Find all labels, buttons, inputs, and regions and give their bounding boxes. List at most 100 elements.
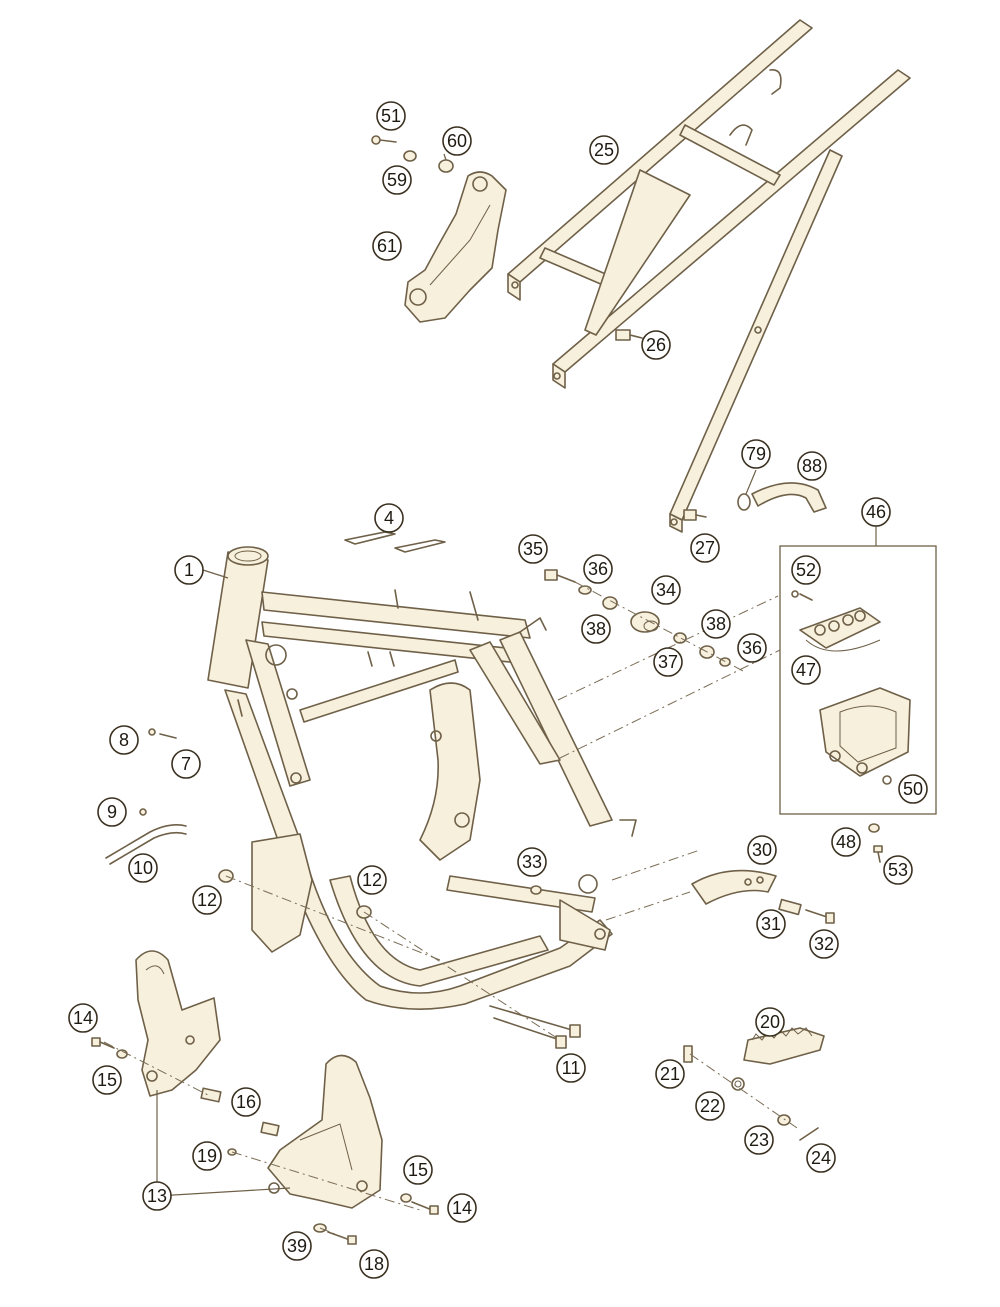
callout-23: 23 [744, 1125, 774, 1155]
svg-text:13: 13 [147, 1186, 167, 1206]
svg-text:31: 31 [761, 914, 781, 934]
callout-10: 10 [128, 853, 158, 883]
pin-21-part [683, 1045, 693, 1063]
frame-guard-13-right-part [267, 1054, 383, 1209]
svg-text:47: 47 [796, 660, 816, 680]
svg-text:37: 37 [658, 652, 678, 672]
bolts-11-part [489, 1005, 581, 1049]
airbox-group-46-part [779, 526, 937, 815]
callout-50: 50 [898, 774, 928, 804]
callout-12-left: 12 [192, 885, 222, 915]
callout-37: 37 [653, 647, 683, 677]
clamp-79-part [737, 493, 751, 511]
svg-text:34: 34 [656, 580, 676, 600]
screw-9-part [139, 808, 147, 816]
callout-14-left: 14 [68, 1003, 98, 1033]
callout-27: 27 [690, 533, 720, 563]
hose-10-part [105, 824, 187, 865]
svg-text:35: 35 [523, 539, 543, 559]
callout-31: 31 [756, 909, 786, 939]
svg-text:14: 14 [73, 1008, 93, 1028]
svg-text:4: 4 [384, 508, 394, 528]
svg-text:53: 53 [888, 860, 908, 880]
callout-35: 35 [518, 534, 548, 564]
svg-text:20: 20 [760, 1012, 780, 1032]
decals-4-part [344, 531, 446, 553]
screw-14-left-part [91, 1037, 115, 1049]
callout-21: 21 [655, 1059, 685, 1089]
callout-60: 60 [442, 126, 472, 156]
subframe-part [507, 19, 911, 533]
callout-15-left: 15 [92, 1065, 122, 1095]
svg-text:30: 30 [752, 840, 772, 860]
svg-text:38: 38 [706, 614, 726, 634]
callout-38-right: 38 [701, 609, 731, 639]
svg-text:24: 24 [811, 1148, 831, 1168]
svg-text:23: 23 [749, 1130, 769, 1150]
washer-36-upper-part [578, 585, 592, 595]
svg-text:12: 12 [362, 870, 382, 890]
bushing-34-part [630, 611, 660, 633]
svg-text:60: 60 [447, 131, 467, 151]
spacer-31-part [778, 898, 802, 916]
svg-text:27: 27 [695, 538, 715, 558]
svg-text:7: 7 [181, 754, 191, 774]
svg-text:21: 21 [660, 1064, 680, 1084]
svg-text:19: 19 [197, 1146, 217, 1166]
nut-33-part [530, 885, 542, 895]
spacer-16b-part [260, 1121, 280, 1137]
svg-text:8: 8 [119, 730, 129, 750]
svg-text:39: 39 [287, 1236, 307, 1256]
bolt-32-part [805, 909, 835, 924]
callout-61: 61 [372, 231, 402, 261]
callout-16: 16 [231, 1087, 261, 1117]
svg-text:26: 26 [646, 335, 666, 355]
spacer-16-part [200, 1087, 222, 1103]
callout-88: 88 [797, 451, 827, 481]
bolt-35-part [544, 569, 576, 583]
svg-text:51: 51 [381, 106, 401, 126]
washer-15-right-part [400, 1193, 412, 1203]
callout-36-upper: 36 [583, 554, 613, 584]
callout-53: 53 [883, 855, 913, 885]
svg-text:22: 22 [700, 1096, 720, 1116]
callout-47: 47 [791, 655, 821, 685]
svg-text:33: 33 [522, 852, 542, 872]
svg-text:10: 10 [133, 858, 153, 878]
svg-text:15: 15 [97, 1070, 117, 1090]
svg-text:46: 46 [866, 502, 886, 522]
screw-53-part [873, 845, 883, 863]
callout-11: 11 [556, 1053, 586, 1083]
callout-22: 22 [695, 1091, 725, 1121]
callout-33: 33 [517, 847, 547, 877]
screw-18-part [327, 1231, 357, 1245]
frame-guard-13-left-part [135, 950, 221, 1097]
svg-text:38: 38 [586, 619, 606, 639]
screw-8-part [148, 728, 156, 736]
callout-9: 9 [97, 797, 127, 827]
callout-30: 30 [747, 835, 777, 865]
callout-26: 26 [641, 330, 671, 360]
svg-text:1: 1 [184, 560, 194, 580]
screw-48-part [868, 823, 880, 833]
callout-46: 46 [861, 497, 891, 527]
callout-4: 4 [374, 503, 404, 533]
callout-8: 8 [109, 725, 139, 755]
svg-text:52: 52 [796, 560, 816, 580]
svg-text:79: 79 [746, 444, 766, 464]
nut-60-part [438, 159, 454, 173]
washer-59-part [403, 150, 417, 162]
screw-7-part [159, 733, 177, 739]
svg-text:36: 36 [588, 559, 608, 579]
callout-25: 25 [589, 135, 619, 165]
sleeve-37-part [673, 632, 687, 644]
svg-text:16: 16 [236, 1092, 256, 1112]
screw-14-right-part [411, 1201, 439, 1215]
callout-59: 59 [382, 165, 412, 195]
svg-text:9: 9 [107, 802, 117, 822]
callout-15-right: 15 [403, 1155, 433, 1185]
svg-text:15: 15 [408, 1160, 428, 1180]
svg-text:32: 32 [814, 934, 834, 954]
callout-14-right: 14 [447, 1193, 477, 1223]
svg-text:88: 88 [802, 456, 822, 476]
